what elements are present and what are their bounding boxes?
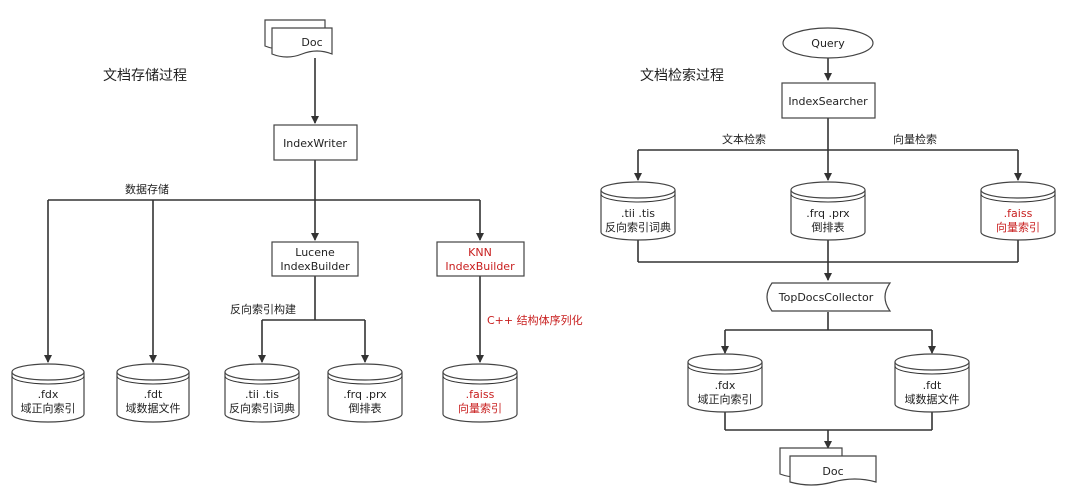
left-fdt-label-2: 域数据文件: [126, 401, 181, 415]
data-store-label: 数据存储: [125, 182, 169, 196]
right-frq-store: .frq .prx 倒排表: [790, 181, 866, 241]
left-doc-node: Doc: [264, 19, 333, 58]
right-fdx-label-1: .fdx: [715, 379, 736, 392]
lucene-builder-node: Lucene IndexBuilder: [271, 241, 359, 277]
left-tii-label-2: 反向索引词典: [229, 401, 295, 415]
left-faiss-label-1: .faiss: [466, 388, 495, 401]
left-tii-store: .tii .tis 反向索引词典: [224, 363, 300, 423]
right-fdt-store: .fdt 域数据文件: [894, 353, 970, 413]
left-fdx-store: .fdx 域正向索引: [11, 363, 85, 423]
left-doc-label: Doc: [301, 36, 322, 49]
left-title: 文档存储过程: [103, 68, 187, 84]
index-searcher-node: IndexSearcher: [781, 82, 876, 119]
inverted-build-label: 反向索引构建: [230, 302, 296, 316]
left-frq-label-2: 倒排表: [349, 401, 382, 415]
top-docs-collector-node: TopDocsCollector: [766, 282, 892, 312]
left-fdt-label-1: .fdt: [144, 388, 163, 401]
collector-label: TopDocsCollector: [778, 291, 874, 304]
index-writer-node: IndexWriter: [273, 124, 358, 161]
left-fdx-label-1: .fdx: [38, 388, 59, 401]
left-frq-store: .frq .prx 倒排表: [327, 363, 403, 423]
right-tii-store: .tii .tis 反向索引词典: [600, 181, 676, 241]
lucene-label-2: IndexBuilder: [280, 260, 350, 273]
left-faiss-label-2: 向量索引: [458, 401, 502, 415]
right-tii-label-1: .tii .tis: [621, 207, 655, 220]
cpp-serialize-label: C++ 结构体序列化: [487, 313, 583, 327]
right-fdx-store: .fdx 域正向索引: [687, 353, 763, 413]
knn-label-1: KNN: [468, 246, 492, 259]
right-frq-label-1: .frq .prx: [806, 207, 850, 220]
right-title: 文档检索过程: [640, 67, 724, 84]
right-faiss-label-1: .faiss: [1004, 207, 1033, 220]
vector-search-label: 向量检索: [893, 132, 937, 146]
left-fdt-store: .fdt 域数据文件: [116, 363, 190, 423]
index-writer-label: IndexWriter: [283, 137, 347, 150]
query-label: Query: [811, 37, 845, 50]
right-doc-node: Doc: [779, 447, 877, 486]
right-faiss-store: .faiss 向量索引: [980, 181, 1056, 241]
text-search-label: 文本检索: [722, 132, 766, 146]
knn-builder-node: KNN IndexBuilder: [436, 241, 525, 277]
left-faiss-store: .faiss 向量索引: [442, 363, 518, 423]
right-fdt-label-2: 域数据文件: [905, 392, 960, 406]
right-faiss-label-2: 向量索引: [996, 220, 1040, 234]
right-fdx-label-2: 域正向索引: [698, 392, 753, 406]
query-node: Query: [782, 27, 874, 59]
left-tii-label-1: .tii .tis: [245, 388, 279, 401]
left-fdx-label-2: 域正向索引: [21, 401, 76, 415]
lucene-label-1: Lucene: [295, 246, 335, 259]
right-frq-label-2: 倒排表: [812, 220, 845, 234]
right-doc-label: Doc: [822, 465, 843, 478]
right-fdt-label-1: .fdt: [923, 379, 942, 392]
knn-label-2: IndexBuilder: [445, 260, 515, 273]
left-frq-label-1: .frq .prx: [343, 388, 387, 401]
index-searcher-label: IndexSearcher: [788, 95, 868, 108]
right-tii-label-2: 反向索引词典: [605, 220, 671, 234]
